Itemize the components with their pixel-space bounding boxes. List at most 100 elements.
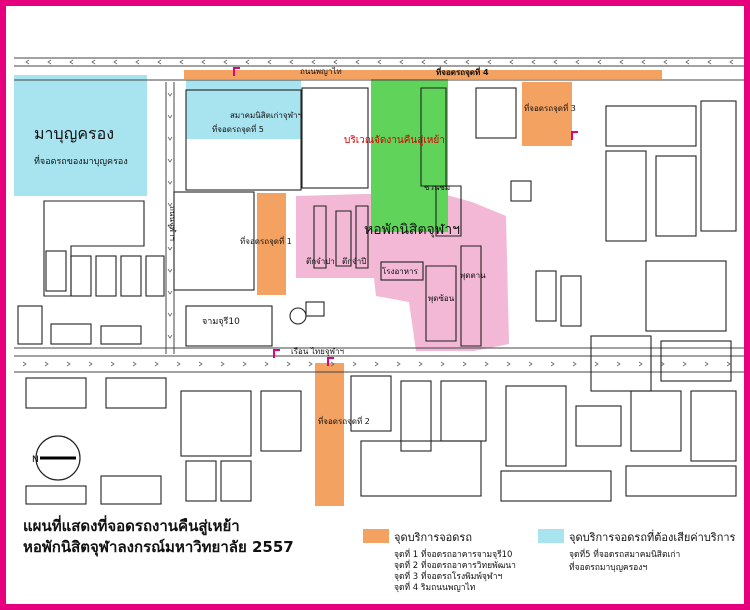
road-arrow: [167, 334, 173, 339]
legend-cyan-item: ที่จอดรถมาบุญครองฯ: [569, 563, 648, 573]
road-arrow: [663, 59, 668, 65]
label-parking-2: ที่จอดรถจุดที่ 2: [318, 415, 370, 426]
road-arrow: [242, 361, 247, 367]
road-arrow: [707, 59, 712, 65]
legend-cyan-swatch: [538, 529, 564, 543]
road-arrow: [154, 361, 159, 367]
road-arrow: [167, 246, 173, 251]
campus-map: N ถนนพญาไท ที่จอดรถจุดที่ 4 มาบุญครอง ที…: [14, 57, 744, 506]
road-arrow: [157, 59, 162, 65]
label-building-b: ตึกจำปี: [342, 257, 366, 266]
legend-orange-item: จุดที่ 3 ที่จอดรถโรงพิมพ์จุฬาฯ: [394, 572, 503, 582]
road-arrow: [509, 59, 514, 65]
road-arrow: [399, 59, 404, 65]
road-arrow: [201, 59, 206, 65]
road-arrow: [220, 361, 225, 367]
parking-3-zone: [522, 82, 572, 146]
road-arrow: [66, 361, 71, 367]
label-canteen: โรงอาหาร: [382, 266, 419, 276]
road-arrow: [418, 361, 423, 367]
road-arrow: [167, 224, 173, 229]
road-arrow: [167, 268, 173, 273]
road-arrow: [167, 180, 173, 185]
buildings: [17, 87, 737, 505]
road-arrow: [289, 59, 294, 65]
road-arrow: [223, 59, 228, 65]
road-arrow: [487, 59, 492, 65]
map-frame: N ถนนพญาไท ที่จอดรถจุดที่ 4 มาบุญครอง ที…: [6, 6, 744, 604]
road-arrow: [726, 361, 731, 367]
road-arrow: [135, 59, 140, 65]
legend-orange-swatch: [363, 529, 389, 543]
road-arrow: [396, 361, 401, 367]
road-arrow: [267, 59, 272, 65]
road-arrow: [352, 361, 357, 367]
north-compass: N: [32, 435, 81, 481]
road-arrow: [597, 59, 602, 65]
road-arrow: [330, 361, 335, 367]
road-arrow: [421, 59, 426, 65]
road-arrow: [550, 361, 555, 367]
event-area-zone: [371, 79, 448, 232]
road-arrow: [641, 59, 646, 65]
legend-orange-item: จุดที่ 4 ริมถนนพญาไท: [394, 583, 476, 593]
label-parking-1: ที่จอดรถจุดที่ 1: [240, 235, 292, 246]
label-road-chula-soi: เรือน ไทยจุฬาฯ: [291, 347, 344, 356]
road-arrow: [22, 361, 27, 367]
label-alumni-assoc: สมาคมนิสิตเก่าจุฬาฯ: [230, 111, 302, 120]
road-arrow: [167, 136, 173, 141]
label-building-e: พุดซ้อน: [428, 294, 455, 303]
road-arrow: [729, 59, 734, 65]
label-parking-4: ที่จอดรถจุดที่ 4: [436, 66, 489, 78]
legend-cyan-heading: จุดบริการจอดรถที่ต้องเสียค่าบริการ: [569, 531, 736, 544]
map-title-line2: หอพักนิสิตจุฬาลงกรณ์มหาวิทยาลัย 2557: [23, 538, 294, 556]
road-arrow: [660, 361, 665, 367]
label-parking-3: ที่จอดรถจุดที่ 3: [524, 102, 576, 113]
label-parking-5: ที่จอดรถจุดที่ 5: [212, 123, 264, 134]
legend-orange-item: จุดที่ 1 ที่จอดรถอาคารจามจุรี10: [394, 550, 513, 560]
road-arrow: [594, 361, 599, 367]
label-mabunkrong: มาบุญครอง: [34, 124, 114, 144]
legend-orange-heading: จุดบริการจอดรถ: [394, 531, 472, 544]
label-road-phayathai: ถนนพญาไท: [300, 67, 342, 76]
road-arrow: [286, 361, 291, 367]
label-chamchuri10: จามจุรี10: [202, 316, 240, 327]
label-building-c: ชวนชม: [424, 183, 450, 192]
road-arrow: [619, 59, 624, 65]
legend: จุดบริการจอดรถ จุดที่ 1 ที่จอดรถอาคารจาม…: [6, 6, 744, 604]
road-arrow: [506, 361, 511, 367]
road-arrow: [355, 59, 360, 65]
road-arrow: [572, 361, 577, 367]
road-arrow: [167, 92, 173, 97]
road-arrow: [179, 59, 184, 65]
road-arrow: [528, 361, 533, 367]
label-event-area: บริเวณจัดงานคืนสู่เหย้า: [344, 134, 445, 146]
legend-orange-item: จุดที่ 2 ที่จอดรถอาคารวิทยพัฒนา: [394, 561, 516, 571]
label-building-a: ตึกจำปา: [306, 257, 335, 266]
road-arrow: [167, 290, 173, 295]
road-arrow: [44, 361, 49, 367]
mabunkrong-zone: [14, 75, 147, 196]
road-arrow: [704, 361, 709, 367]
road-arrow: [616, 361, 621, 367]
road-arrow: [69, 59, 74, 65]
road-arrow: [682, 361, 687, 367]
road-arrow: [113, 59, 118, 65]
north-label: N: [32, 455, 39, 465]
road-arrow: [638, 361, 643, 367]
road-arrow: [132, 361, 137, 367]
road-arrow: [25, 59, 30, 65]
road-arrow: [167, 158, 173, 163]
road-arrow: [685, 59, 690, 65]
road-arrow: [308, 361, 313, 367]
label-mabunkrong-parking: ที่จอดรถของมาบุญครอง: [34, 154, 128, 167]
parking-1-zone: [257, 193, 286, 295]
road-arrow: [465, 59, 470, 65]
parking-4-zone: [184, 70, 662, 79]
road-arrow: [245, 59, 250, 65]
road-arrow: [91, 59, 96, 65]
parking-2-zone: [315, 363, 344, 506]
road-arrow: [531, 59, 536, 65]
roads: [14, 57, 744, 373]
road-arrow: [440, 361, 445, 367]
